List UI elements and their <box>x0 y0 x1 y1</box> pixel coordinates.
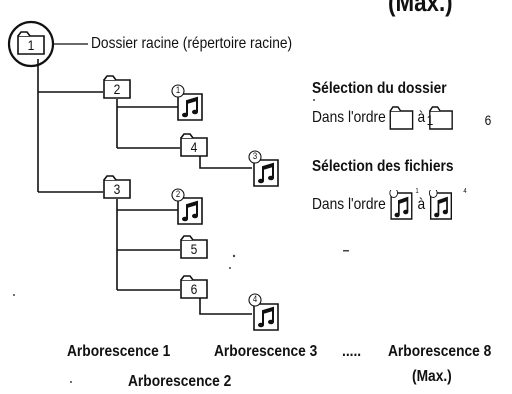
folder-icon-5 <box>180 235 208 259</box>
level-label-8: Arborescence 8 <box>388 343 492 360</box>
folder-number-4: 4 <box>190 139 198 155</box>
folder-icon-2 <box>103 75 131 99</box>
header-fragment: (Max.) <box>388 0 453 17</box>
tree-connectors <box>37 59 252 315</box>
folder-number-5: 5 <box>190 241 198 257</box>
file-order-from-icon <box>389 190 414 220</box>
folder-icon-3 <box>103 175 131 199</box>
folder-icon-1 <box>17 31 45 55</box>
folder-number-2: 2 <box>113 81 121 97</box>
folder-order-from-icon <box>389 106 414 130</box>
level-label-1: Arborescence 1 <box>67 343 171 360</box>
root-folder-label: Dossier racine (répertoire racine) <box>91 35 293 52</box>
level-label-max: (Max.) <box>412 368 452 385</box>
scan-specks <box>13 99 349 383</box>
level-label-3: Arborescence 3 <box>214 343 318 360</box>
file-order-connector: à <box>417 196 426 214</box>
folder-order-line: Dans l'ordre 1 à <box>312 106 453 130</box>
file-order-to-number: 4 <box>463 188 467 195</box>
folder-order-to-number: 6 <box>484 112 492 128</box>
level-label-2: Arborescence 2 <box>128 373 232 390</box>
file-order-4: 4 <box>252 294 258 304</box>
music-file-icon-3 <box>253 159 279 187</box>
folder-icon-6 <box>180 275 208 299</box>
file-selection-title: Sélection des fichiers <box>312 158 454 175</box>
music-file-icon-1 <box>177 93 203 121</box>
folder-order-prefix: Dans l'ordre <box>312 109 386 127</box>
folder-number-3: 3 <box>113 181 121 197</box>
level-dots: ..... <box>342 343 362 360</box>
file-order-prefix: Dans l'ordre <box>312 196 386 214</box>
file-order-3: 3 <box>252 151 258 161</box>
music-file-icon-2 <box>177 197 203 225</box>
file-order-line: Dans l'ordre à <box>312 190 453 220</box>
folder-number-1: 1 <box>27 37 35 53</box>
folder-selection-title: Sélection du dossier <box>312 80 447 97</box>
file-order-from-number: 1 <box>415 188 419 195</box>
folder-order-connector: à <box>417 109 426 127</box>
file-order-to-icon <box>428 190 453 220</box>
file-order-1: 1 <box>175 85 181 95</box>
folder-order-from-number: 1 <box>426 112 434 128</box>
file-order-markers <box>171 84 262 307</box>
folder-order-to-icon <box>429 106 453 130</box>
file-order-2: 2 <box>175 189 181 199</box>
folder-number-6: 6 <box>190 281 198 297</box>
music-file-icon-4 <box>253 303 279 331</box>
folder-icon-4 <box>180 133 208 157</box>
